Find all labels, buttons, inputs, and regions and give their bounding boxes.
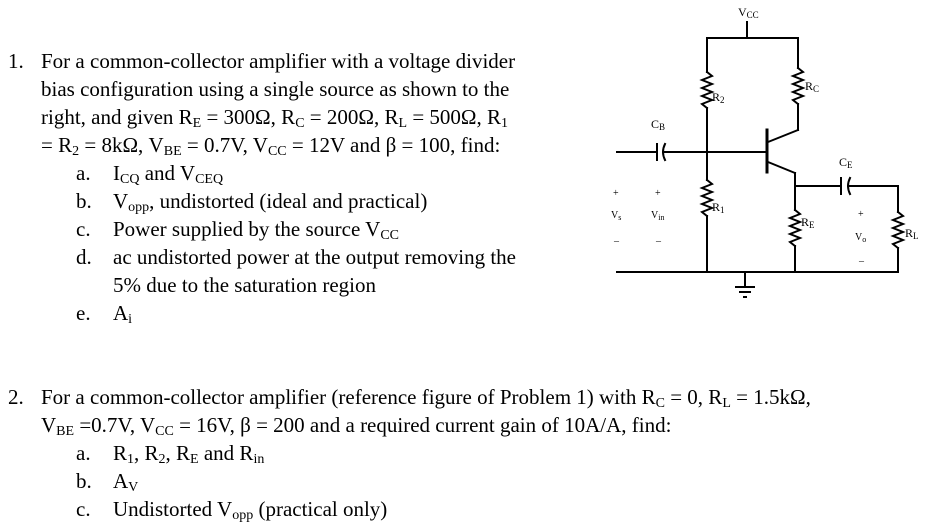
re-resistor <box>787 208 803 248</box>
vin-label: Vin <box>651 210 664 222</box>
vcc-label: VCC <box>738 5 759 20</box>
problem-1-item-a-letter: a. <box>76 161 91 185</box>
problem-1-line-1: For a common-collector amplifier with a … <box>41 49 516 73</box>
problem-2-item-b: AV <box>113 469 139 495</box>
problem-2-item-a: R1, R2, RE and Rin <box>113 441 265 467</box>
r1-resistor <box>699 178 715 218</box>
problem-1-item-d-continued: 5% due to the saturation region <box>113 273 377 297</box>
problem-1-item-d: ac undistorted power at the output remov… <box>113 245 516 269</box>
problem-2-number: 2. <box>8 385 24 409</box>
problem-1-item-e-letter: e. <box>76 301 91 325</box>
problem-1-item-c: Power supplied by the source VCC <box>113 217 400 243</box>
problem-2-line-1: For a common-collector amplifier (refere… <box>41 385 811 411</box>
transistor-emitter <box>766 160 797 175</box>
vin-plus: + <box>655 188 661 199</box>
problem-1-item-c-letter: c. <box>76 217 91 241</box>
problem-1-item-d-letter: d. <box>76 245 92 269</box>
vs-plus: + <box>613 188 619 199</box>
ground-icon <box>735 286 755 298</box>
cb-label: CB <box>651 117 665 132</box>
r2-label: R2 <box>712 90 725 105</box>
vs-minus: – <box>613 236 620 247</box>
vin-minus: – <box>655 236 662 247</box>
transistor-collector <box>766 128 800 144</box>
problem-2-item-a-letter: a. <box>76 441 91 465</box>
problem-1-item-a: ICQ and VCEQ <box>113 161 224 187</box>
vo-minus: – <box>858 256 865 267</box>
rc-resistor <box>790 66 806 106</box>
rl-label: RL <box>905 226 919 241</box>
problem-2-item-c-letter: c. <box>76 497 91 521</box>
problem-1-item-b: Vopp, undistorted (ideal and practical) <box>113 189 428 215</box>
vo-plus: + <box>858 209 864 220</box>
problem-1-line-3: right, and given RE = 300Ω, RC = 200Ω, R… <box>41 105 509 131</box>
problem-1-item-e: Ai <box>113 301 133 327</box>
problem-1-line-4: = R2 = 8kΩ, VBE = 0.7V, VCC = 12V and β … <box>41 133 501 159</box>
rl-resistor <box>890 210 906 250</box>
problem-1-number: 1. <box>8 49 24 73</box>
problem-2-line-2: VBE =0.7V, VCC = 16V, β = 200 and a requ… <box>41 413 672 439</box>
rc-label: RC <box>805 79 819 94</box>
problem-1-item-b-letter: b. <box>76 189 92 213</box>
problem-2-item-c: Undistorted Vopp (practical only) <box>113 497 388 523</box>
common-collector-circuit: VCC R2 RC CB CE R1 RE RL + Vs – + Vin – … <box>611 5 919 298</box>
r2-resistor <box>699 70 715 110</box>
r1-label: R1 <box>712 200 725 215</box>
vs-label: Vs <box>611 210 621 222</box>
problem-2-item-b-letter: b. <box>76 469 92 493</box>
problem-1-line-2: bias configuration using a single source… <box>41 77 510 101</box>
ce-label: CE <box>839 155 853 170</box>
vo-label: Vo <box>855 232 866 244</box>
re-label: RE <box>801 215 815 230</box>
